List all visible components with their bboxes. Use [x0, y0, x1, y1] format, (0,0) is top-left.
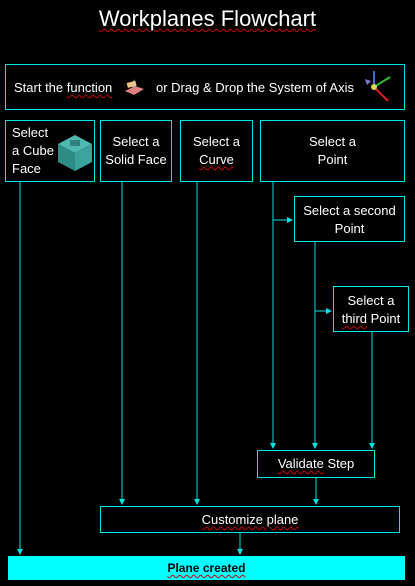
third-word: third [341, 311, 368, 326]
select-solid-face-box: Select a Solid Face [100, 120, 172, 182]
validate-word: Validate [277, 456, 324, 471]
start-text: Start the function [14, 80, 113, 95]
plane-created-box: Plane created [8, 556, 405, 580]
curve-word: Curve [199, 152, 234, 167]
start-box: Start the function or Drag & Drop the Sy… [5, 64, 405, 110]
view-cube-icon[interactable] [56, 133, 94, 178]
validate-step-box: Validate Step [257, 450, 375, 478]
select-point-box: Select a Point [260, 120, 405, 182]
select-curve-box: Select a Curve [180, 120, 253, 182]
start-suffix: or Drag & Drop the System of Axis [156, 80, 354, 95]
page-title: Workplanes Flowchart [0, 6, 415, 32]
title-text: Workplanes Flowchart [98, 6, 317, 31]
axis-system-icon[interactable] [356, 67, 396, 112]
customize-plane-box: Customize plane [100, 506, 400, 533]
workplane-function-icon[interactable] [122, 75, 146, 104]
select-third-point-box: Select a third Point [333, 286, 409, 332]
select-second-point-box: Select a second Point [294, 196, 405, 242]
function-word: function [66, 80, 113, 95]
select-cube-face-box: Select a Cube Face [5, 120, 95, 182]
